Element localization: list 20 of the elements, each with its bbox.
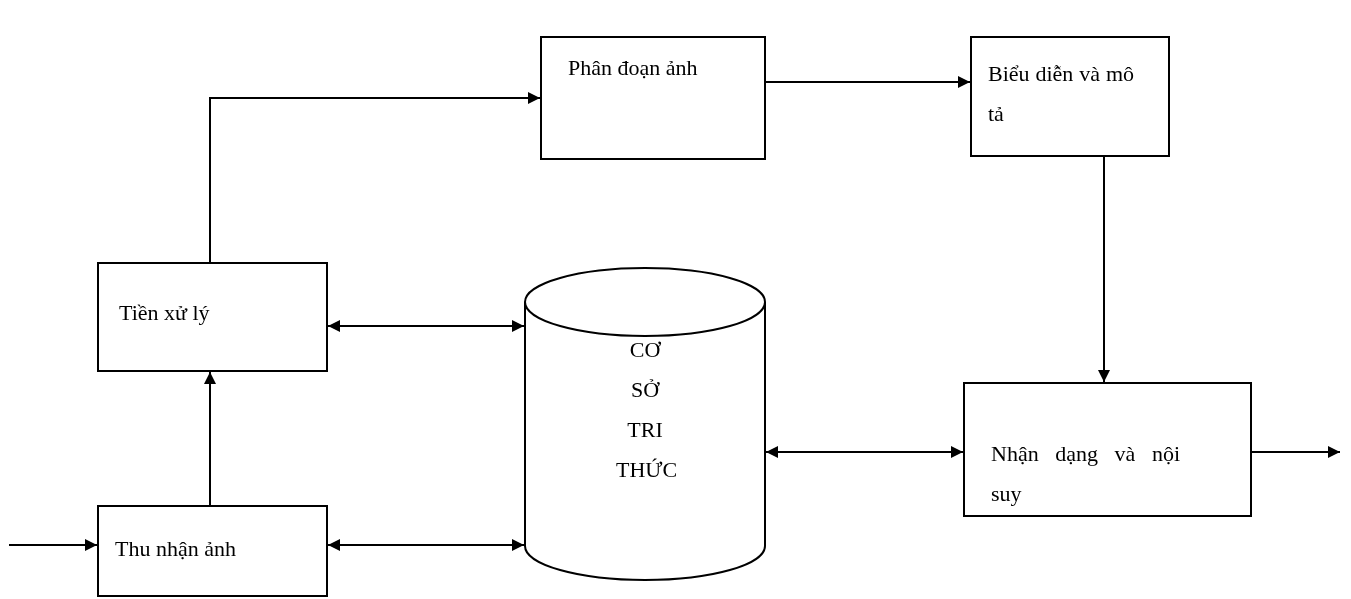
- box-label: Biểu diễn và mô tả: [988, 60, 1134, 128]
- arrow: [8, 539, 98, 551]
- process-box: [540, 36, 766, 160]
- arrow: [765, 76, 971, 88]
- arrow: [1098, 156, 1110, 383]
- arrow: [209, 92, 541, 263]
- box-label: Phân đoạn ảnh: [568, 54, 699, 82]
- arrow: [1251, 446, 1341, 458]
- box-label: CƠ SỞ TRI THỨC: [616, 336, 674, 484]
- process-box: [97, 505, 328, 597]
- arrow: [204, 371, 216, 506]
- arrow: [765, 446, 964, 458]
- process-box: [97, 262, 328, 372]
- box-label: Nhận dạng và nội suy: [991, 440, 1180, 508]
- arrow: [327, 539, 525, 551]
- box-label: Thu nhận ảnh: [115, 535, 237, 563]
- process-box: [963, 382, 1252, 517]
- arrow: [327, 320, 525, 332]
- process-box: [970, 36, 1170, 157]
- box-label: Tiền xử lý: [119, 299, 211, 327]
